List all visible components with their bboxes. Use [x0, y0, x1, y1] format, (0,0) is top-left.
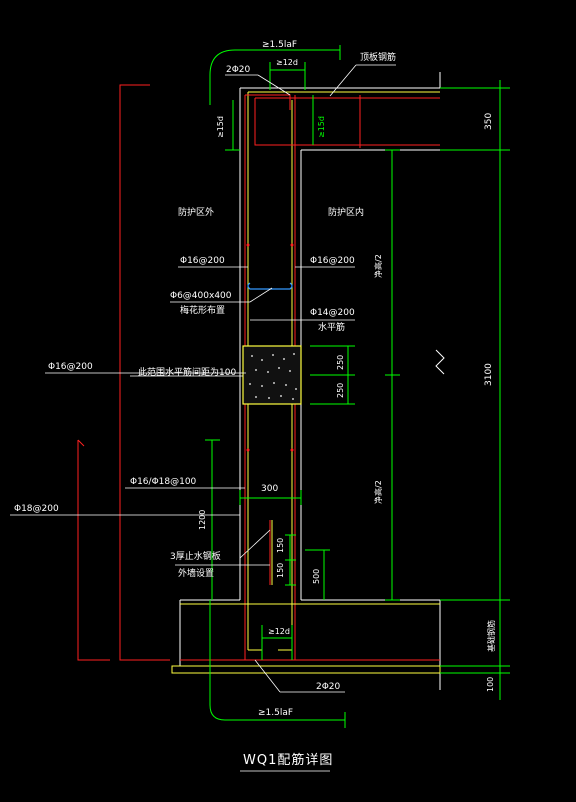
twelve-d-top-label: ≥12d [276, 58, 298, 67]
clear-height-half-top-label: 净高/2 [374, 254, 383, 278]
concrete-outline [179, 72, 441, 690]
dim-1200: 1200 [198, 509, 207, 530]
fifteen-d-left-label: ≥15d [216, 116, 225, 138]
dim-350: 350 [484, 112, 494, 130]
left-bracket-lines [77, 84, 170, 661]
outer-zone-label: 防护区外 [178, 208, 215, 218]
dim-250a: 250 [336, 354, 345, 370]
construction-joint-label: 此范围水平筋间距为100 [138, 368, 237, 378]
rebar-dots [246, 243, 294, 452]
horizontal-bar-label: 水平筋 [318, 323, 346, 333]
waterstop-label: 3厚止水钢板 [170, 552, 221, 562]
phi6-tie-label: Φ6@400x400 [170, 291, 232, 301]
inner-zone-label: 防护区内 [328, 208, 365, 218]
twelve-d-bottom-label: ≥12d [268, 627, 290, 636]
anchor-top-label: ≥1.5laF [262, 40, 298, 50]
tie-note-label: 梅花形布置 [180, 306, 226, 316]
phi16-200-far-label: Φ16@200 [48, 362, 93, 372]
dimension-lines [205, 45, 510, 728]
roof-slab-label: 顶板钢筋 [360, 53, 397, 63]
dim-250b: 250 [336, 382, 345, 398]
dim-150a: 150 [276, 537, 285, 553]
leader-lines [10, 64, 396, 772]
foundation-rebar-label: 基础钢筋 [487, 620, 496, 652]
two-phi20-top-label: 2Φ20 [226, 65, 251, 75]
cushion-layer [171, 665, 441, 674]
dim-300: 300 [261, 484, 279, 494]
dim-3100: 3100 [484, 363, 494, 386]
anchor-bottom-label: ≥1.5laF [258, 708, 294, 718]
dim-100: 100 [486, 676, 495, 692]
phi16-200-left-label: Φ16@200 [180, 256, 225, 266]
two-phi20-bottom-label: 2Φ20 [316, 682, 341, 692]
tie-bar [247, 282, 293, 290]
break-symbol [435, 349, 445, 375]
phi16-200-right-label: Φ16@200 [310, 256, 355, 266]
construction-joint-zone [242, 345, 302, 405]
phi16-phi18-label: Φ16/Φ18@100 [130, 477, 197, 487]
phi18-200-label: Φ18@200 [14, 504, 59, 514]
dim-150b: 150 [276, 562, 285, 578]
clear-height-half-bottom-label: 净高/2 [374, 480, 383, 504]
fifteen-d-right-label: ≥15d [317, 116, 326, 138]
dim-500: 500 [312, 568, 321, 584]
waterstop-note-label: 外墙设置 [178, 569, 215, 579]
phi14-200-label: Φ14@200 [310, 308, 355, 318]
drawing-title: WQ1配筋详图 [243, 753, 334, 768]
